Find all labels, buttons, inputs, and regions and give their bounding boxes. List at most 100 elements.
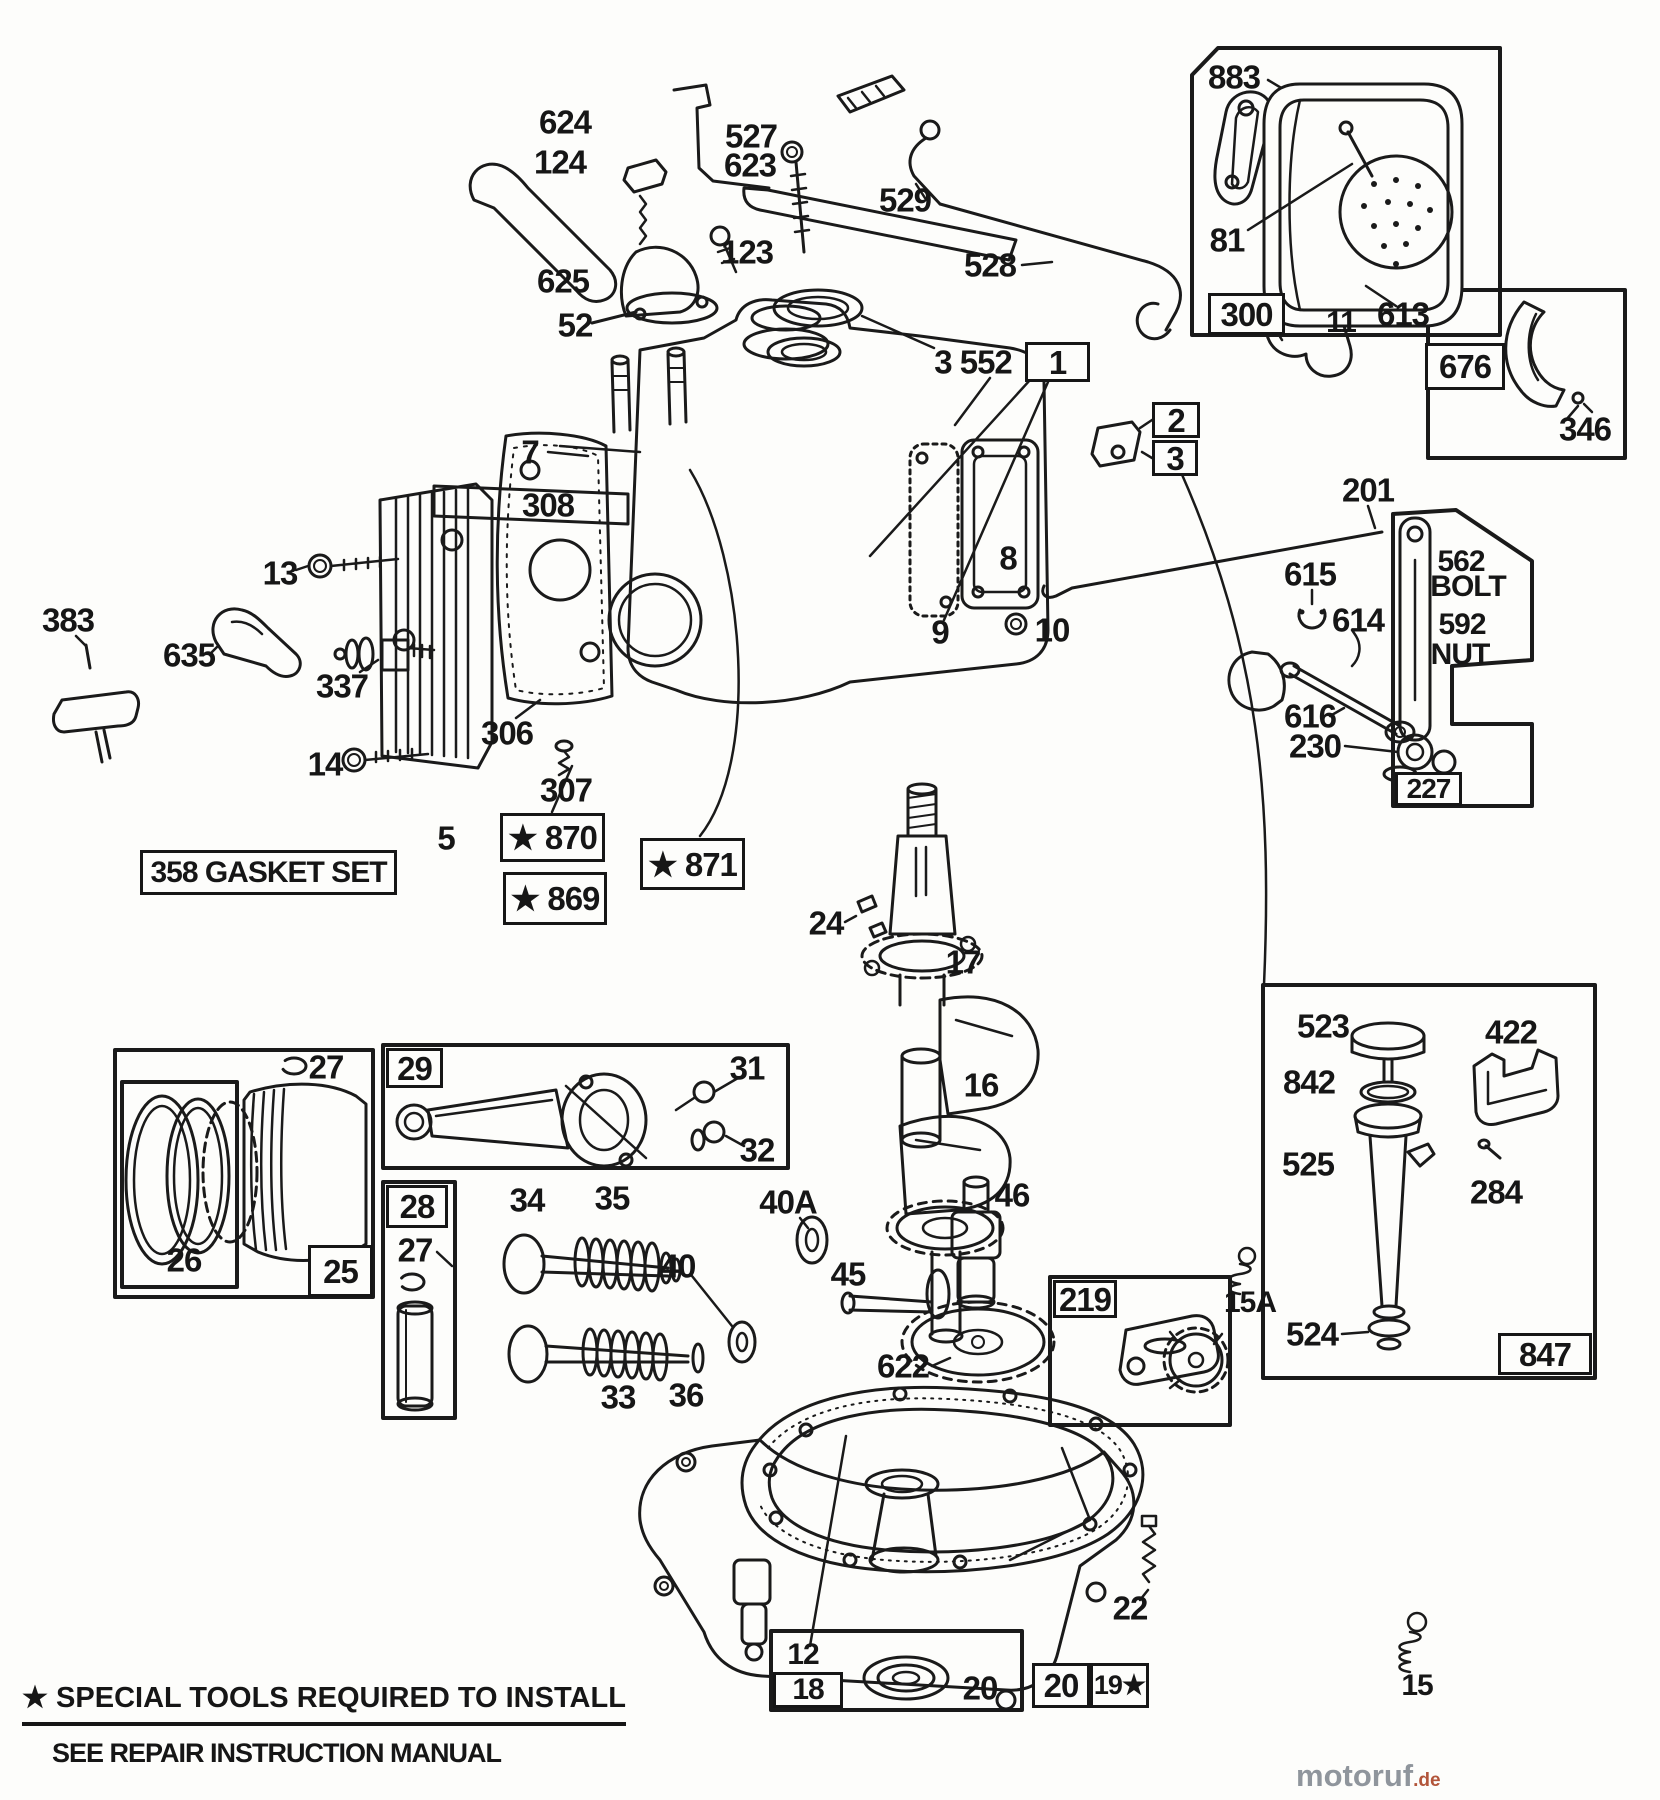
part-label-284: 284	[1469, 1173, 1523, 1211]
part-label-nut: NUT	[1430, 638, 1491, 671]
oil-seal-drawing	[862, 1655, 950, 1701]
connecting-rod-box	[381, 1043, 790, 1170]
rings-subbox	[120, 1080, 239, 1289]
part-label-337: 337	[315, 667, 369, 705]
part-label-124: 124	[533, 143, 587, 181]
watermark: motoruf.de	[1296, 1758, 1441, 1794]
part-label-592: 592	[1438, 608, 1486, 641]
part-label-3: 3	[1152, 440, 1198, 476]
part-label-871: ★ 871	[640, 838, 745, 890]
part-label-36: 36	[668, 1376, 705, 1414]
part-label-34: 34	[509, 1181, 546, 1219]
part-label-527: 527	[724, 117, 778, 155]
part-label-676: 676	[1425, 343, 1505, 390]
part-label-308: 308	[521, 486, 575, 524]
part-label-22: 22	[1112, 1589, 1149, 1627]
part-label-624: 624	[538, 103, 592, 141]
part-label-20: 20	[1032, 1663, 1090, 1708]
part-label-8: 8	[999, 539, 1017, 577]
footnote-line2: SEE REPAIR INSTRUCTION MANUAL	[52, 1738, 502, 1768]
part-label-528: 528	[963, 246, 1017, 284]
part-label-15: 15	[1401, 1669, 1433, 1702]
part-label-9: 9	[931, 613, 949, 651]
footnote: ★ SPECIAL TOOLS REQUIRED TO INSTALL SEE …	[22, 1680, 626, 1769]
part-label-847: 847	[1498, 1333, 1592, 1375]
part-label-358gasketset: 358 GASKET SET	[140, 850, 397, 895]
part-label-201: 201	[1341, 471, 1395, 509]
part-label-230: 230	[1288, 727, 1342, 765]
part-label-17: 17	[945, 943, 982, 981]
cylinder-block-drawing	[550, 288, 1268, 987]
part-label-35: 35	[594, 1179, 631, 1217]
part-label-46: 46	[994, 1176, 1031, 1214]
part-label-622: 622	[876, 1347, 930, 1385]
part-label-300: 300	[1208, 293, 1285, 335]
part-label-306: 306	[480, 714, 534, 752]
part-label-27: 27	[397, 1231, 434, 1269]
part-label-19: 19★	[1090, 1663, 1149, 1708]
part-label-1: 1	[1025, 342, 1090, 382]
part-label-383: 383	[41, 601, 95, 639]
part-label-615: 615	[1283, 555, 1337, 593]
part-label-16: 16	[963, 1066, 1000, 1104]
watermark-tld: .de	[1413, 1770, 1441, 1791]
part-label-29: 29	[386, 1048, 443, 1088]
exhaust-deflector-drawing	[1504, 300, 1594, 422]
governor-bracket-outline	[1391, 508, 1534, 808]
part-label-635: 635	[162, 636, 216, 674]
part-label-616: 616	[1283, 697, 1337, 735]
part-label-12: 12	[787, 1638, 819, 1671]
part-label-524: 524	[1285, 1315, 1339, 1353]
part-label-523: 523	[1296, 1007, 1350, 1045]
part-label-81: 81	[1209, 221, 1246, 259]
part-label-28: 28	[386, 1185, 448, 1228]
governor-gear-drawing	[1118, 1314, 1230, 1394]
part-label-525: 525	[1281, 1145, 1335, 1183]
part-label-24: 24	[808, 904, 845, 942]
part-label-14: 14	[307, 745, 344, 783]
part-label-3552: 3 552	[934, 343, 1013, 381]
part-label-bolt: BOLT	[1430, 570, 1506, 603]
part-label-623: 623	[723, 146, 777, 184]
crankshaft-drawing	[843, 782, 1040, 1344]
part-label-625: 625	[536, 262, 590, 300]
piston-box	[113, 1048, 375, 1299]
part-label-13: 13	[262, 554, 299, 592]
part-label-33: 33	[600, 1378, 637, 1416]
part-label-529: 529	[878, 181, 932, 219]
part-label-15a: 15A	[1223, 1286, 1277, 1319]
part-label-45: 45	[830, 1255, 867, 1293]
part-label-20: 20	[962, 1669, 999, 1707]
part-label-52: 52	[557, 306, 594, 344]
part-label-32: 32	[739, 1131, 776, 1169]
oil-sump-drawing	[638, 1385, 1145, 1711]
part-label-869: ★ 869	[503, 872, 607, 925]
part-label-7: 7	[521, 433, 539, 471]
part-label-562: 562	[1437, 545, 1485, 578]
part-label-5: 5	[437, 819, 455, 857]
part-label-870: ★ 870	[500, 813, 605, 862]
part-label-10: 10	[1034, 611, 1071, 649]
part-label-40a: 40A	[759, 1183, 818, 1221]
dipstick-box	[1261, 983, 1597, 1380]
governor-gear-box	[1048, 1275, 1232, 1427]
spring-screw-icons	[1138, 1246, 1428, 1674]
part-label-18: 18	[773, 1672, 843, 1708]
piston-pin-drawing	[396, 1250, 454, 1412]
part-label-40: 40	[660, 1247, 697, 1285]
part-label-31: 31	[729, 1049, 766, 1087]
camshaft-gear-drawing	[840, 1175, 1056, 1384]
muffler-drawing	[1213, 78, 1464, 328]
piston-pin-box	[381, 1180, 457, 1420]
part-label-614: 614	[1331, 601, 1385, 639]
part-label-422: 422	[1484, 1013, 1538, 1051]
container-boxes	[113, 46, 1627, 1712]
part-label-346: 346	[1558, 410, 1612, 448]
connecting-rod-drawing	[395, 1072, 746, 1168]
valve-drawing	[502, 1215, 829, 1384]
part-label-27: 27	[308, 1048, 345, 1086]
part-label-307: 307	[539, 771, 593, 809]
